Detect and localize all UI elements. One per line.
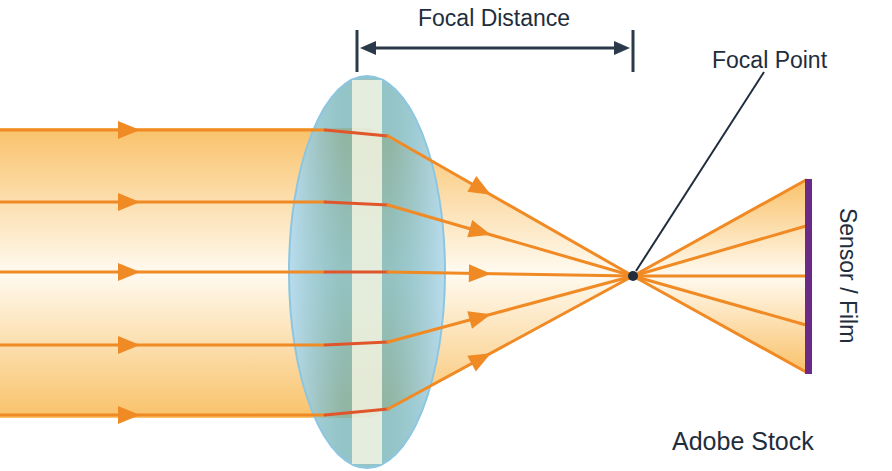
incoming-ray (0, 129, 325, 132)
dimension-arrowhead (614, 41, 630, 55)
ray-arrowhead (118, 263, 140, 281)
refracted-ray (325, 130, 388, 136)
ray-arrowhead (467, 311, 491, 328)
label: Focal Point (712, 48, 827, 73)
converging-ray (388, 205, 633, 276)
leader-line (636, 72, 764, 271)
incoming-ray (0, 201, 325, 204)
incoming-ray (0, 271, 325, 274)
ray-arrowhead (469, 264, 491, 282)
converging-ray (388, 272, 633, 276)
converging-ray (388, 276, 633, 342)
ray-arrowhead (467, 176, 491, 195)
sensor-bar (805, 179, 812, 374)
dimension-tick (356, 30, 359, 72)
converging-ray (388, 276, 633, 409)
label: Sensor / Film (835, 208, 860, 343)
converging-ray (388, 136, 633, 276)
refracted-ray (325, 202, 388, 205)
dimension-arrowhead (360, 41, 376, 55)
refracted-ray (325, 271, 388, 274)
incoming-ray (0, 344, 325, 347)
watermark: Adobe Stock (672, 428, 814, 456)
incoming-ray (0, 414, 325, 417)
diverging-ray (633, 276, 806, 325)
ray-arrowhead (118, 336, 140, 354)
dimension-tick (632, 30, 635, 72)
ray-arrowhead (467, 220, 491, 237)
ray-arrowhead (118, 121, 140, 139)
ray-arrowhead (118, 406, 140, 424)
label: Focal Distance (418, 6, 570, 31)
diverging-beam (633, 180, 808, 372)
light-rays (0, 121, 806, 424)
refracted-ray (325, 409, 388, 415)
diverging-ray (633, 180, 806, 276)
ray-arrowhead (118, 193, 140, 211)
focal-point-dot (628, 271, 638, 281)
diverging-ray (633, 276, 806, 372)
dimension-line (370, 47, 620, 50)
diverging-ray (633, 275, 806, 278)
ray-arrowhead (467, 353, 491, 371)
refracted-ray (325, 342, 388, 345)
